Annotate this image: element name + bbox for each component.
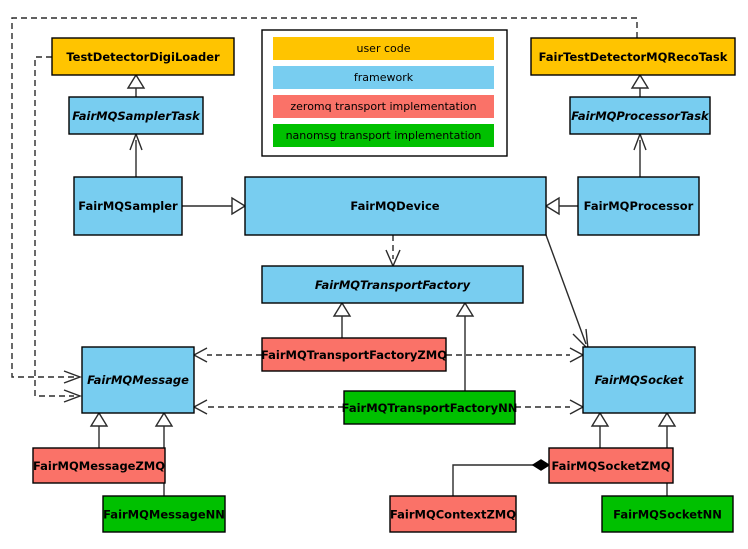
legend: user code framework zeromq transport imp… [261,29,508,157]
edge-fairmqtransportfactoryzmq-to-fairmqsocket [446,347,585,363]
node-layer: TestDetectorDigiLoader FairTestDetectorM… [32,37,736,533]
class-node-fairmqprocessor[interactable]: FairMQProcessor [577,176,700,236]
class-node-testdetectordigiloader[interactable]: TestDetectorDigiLoader [51,37,235,76]
class-label-fairmqprocessortask: FairMQProcessorTask [571,109,710,123]
legend-swatch-nanomsg [273,124,494,147]
class-label-fairmqmessagezmq: FairMQMessageZMQ [33,459,165,473]
class-label-fairmqsocketzmq: FairMQSocketZMQ [552,459,671,473]
edge-fairmqmessagezmq-to-fairmqmessage [89,411,109,448]
edge-fairmqsampler-to-fairmqsamplertask [129,132,143,177]
class-node-fairmqmessagezmq[interactable]: FairMQMessageZMQ [32,447,166,484]
edge-fairmqtransportfactoryzmq-to-fairmqtransportfactory [332,301,352,338]
edge-fairmqprocessor-to-fairmqprocessortask [633,132,647,177]
class-label-fairmqsocket: FairMQSocket [595,373,684,387]
class-label-fairtestdetectormqrecotask: FairTestDetectorMQRecoTask [539,50,728,64]
legend-item-nanomsg: nanomsg transport implementation [273,124,494,147]
edge-fairmqtransportfactorynn-to-fairmqtransportfactory [455,301,475,391]
class-label-fairmqsamplertask: FairMQSamplerTask [72,109,201,123]
edge-fairmqtransportfactorynn-to-fairmqsocket [515,399,585,415]
class-label-fairmqtransportfactorynn: FairMQTransportFactoryNN [342,401,518,415]
class-node-fairmqsocketzmq[interactable]: FairMQSocketZMQ [548,447,674,484]
class-node-fairtestdetectormqrecotask[interactable]: FairTestDetectorMQRecoTask [530,37,736,76]
class-node-fairmqtransportfactory[interactable]: FairMQTransportFactory [261,265,524,304]
class-node-fairmqsamplertask[interactable]: FairMQSamplerTask [68,96,204,135]
legend-item-framework: framework [273,66,494,89]
class-node-fairmqprocessortask[interactable]: FairMQProcessorTask [569,96,711,135]
legend-item-user-code: user code [273,37,494,60]
edge-fairmqtransportfactorynn-to-fairmqmessage [192,399,344,415]
edge-fairmqprocessor-to-fairmqdevice [544,196,578,216]
class-label-fairmqmessagenn: FairMQMessageNN [103,508,225,522]
legend-label-user-code: user code [356,42,410,55]
class-node-fairmqsocket[interactable]: FairMQSocket [582,346,696,414]
edge-fairmqtransportfactoryzmq-to-fairmqmessage [192,347,262,363]
legend-swatch-user-code [273,37,494,60]
legend-item-zeromq: zeromq transport implementation [273,95,494,118]
class-node-fairmqmessage[interactable]: FairMQMessage [81,346,195,414]
class-label-fairmqsocketnn: FairMQSocketNN [613,508,722,522]
edge-fairmqsamplertask-to-testdetectordigiloader [126,73,146,97]
edge-fairmqsocketzmq-to-fairmqsocket [590,411,610,448]
edge-testdetectordigiloader-to-fairmqmessage [34,56,82,403]
class-label-fairmqtransportfactory: FairMQTransportFactory [315,278,471,292]
class-node-fairmqsampler[interactable]: FairMQSampler [73,176,183,236]
class-label-fairmqtransportfactoryzmq: FairMQTransportFactoryZMQ [261,348,447,362]
legend-label-nanomsg: nanomsg transport implementation [286,129,482,142]
class-node-fairmqtransportfactoryzmq[interactable]: FairMQTransportFactoryZMQ [261,337,447,372]
legend-label-zeromq: zeromq transport implementation [290,100,476,113]
legend-swatch-zeromq [273,95,494,118]
edge-fairmqprocessortask-to-fairtestdetectormqrecotask [630,73,650,97]
edge-fairmqdevice-to-fairmqsocket [545,234,589,351]
class-label-fairmqdevice: FairMQDevice [350,199,439,213]
class-node-fairmqcontextzmq[interactable]: FairMQContextZMQ [389,495,517,533]
class-node-fairmqsocketnn[interactable]: FairMQSocketNN [601,495,734,533]
class-label-fairmqprocessor: FairMQProcessor [584,199,694,213]
edge-fairtestdetectormqrecotask-to-fairmqmessage [11,17,638,384]
class-label-fairmqsampler: FairMQSampler [78,199,178,213]
class-node-fairmqtransportfactorynn[interactable]: FairMQTransportFactoryNN [342,390,518,425]
edge-fairmqdevice-to-fairmqtransportfactory [385,235,401,268]
class-label-fairmqmessage: FairMQMessage [87,373,189,387]
edge-fairmqsampler-to-fairmqdevice [182,196,247,216]
class-node-fairmqmessagenn[interactable]: FairMQMessageNN [102,495,226,533]
class-node-fairmqdevice[interactable]: FairMQDevice [244,176,547,236]
class-label-fairmqcontextzmq: FairMQContextZMQ [390,508,516,522]
class-label-testdetectordigiloader: TestDetectorDigiLoader [66,50,220,64]
legend-label-framework: framework [354,71,414,84]
edge-fairmqsocketzmq-to-fairmqcontextzmq [452,459,551,496]
legend-swatch-framework [273,66,494,89]
